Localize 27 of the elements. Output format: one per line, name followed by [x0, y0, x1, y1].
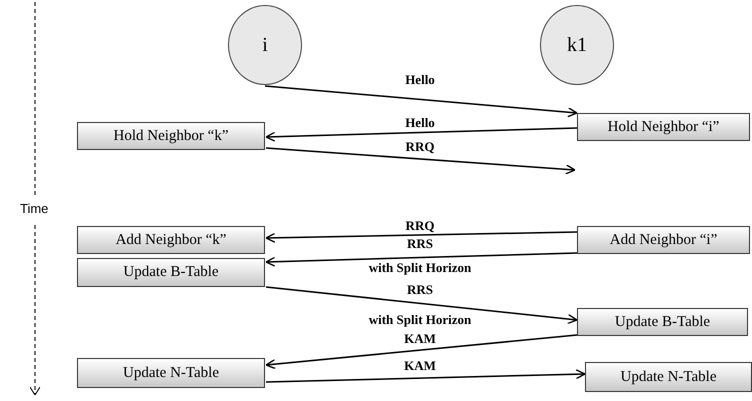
arrow	[266, 286, 578, 324]
process-box: Add Neighbor “i”	[577, 226, 750, 254]
edge-label: RRQ	[406, 218, 434, 234]
lifeline-circle: k1	[540, 5, 614, 85]
arrow	[266, 369, 586, 383]
edge-label: RRS with Split Horizon	[368, 235, 472, 277]
process-box: Add Neighbor “k”	[77, 226, 265, 254]
lifeline-circle: i	[228, 5, 302, 85]
axis-label: Time	[20, 201, 48, 216]
arrow	[266, 147, 576, 175]
edge-label: RRQ	[406, 139, 434, 155]
edge-label: Hello	[405, 72, 435, 88]
arrow	[265, 127, 578, 142]
arrow	[264, 85, 578, 118]
edge-label: KAM	[404, 358, 436, 374]
process-box: Update B-Table	[577, 308, 748, 336]
arrow	[265, 252, 578, 267]
process-box: Update N-Table	[585, 362, 752, 392]
process-box: Update N-Table	[77, 358, 265, 388]
edge-label: RRS with Split Horizon	[368, 281, 472, 329]
arrow	[265, 231, 578, 243]
edge-label: KAM	[404, 331, 436, 347]
process-box: Hold Neighbor “i”	[577, 113, 750, 141]
process-box: Hold Neighbor “k”	[77, 122, 265, 150]
edge-label: Hello	[405, 115, 435, 131]
arrow	[265, 334, 578, 370]
process-box: Update B-Table	[77, 258, 265, 287]
